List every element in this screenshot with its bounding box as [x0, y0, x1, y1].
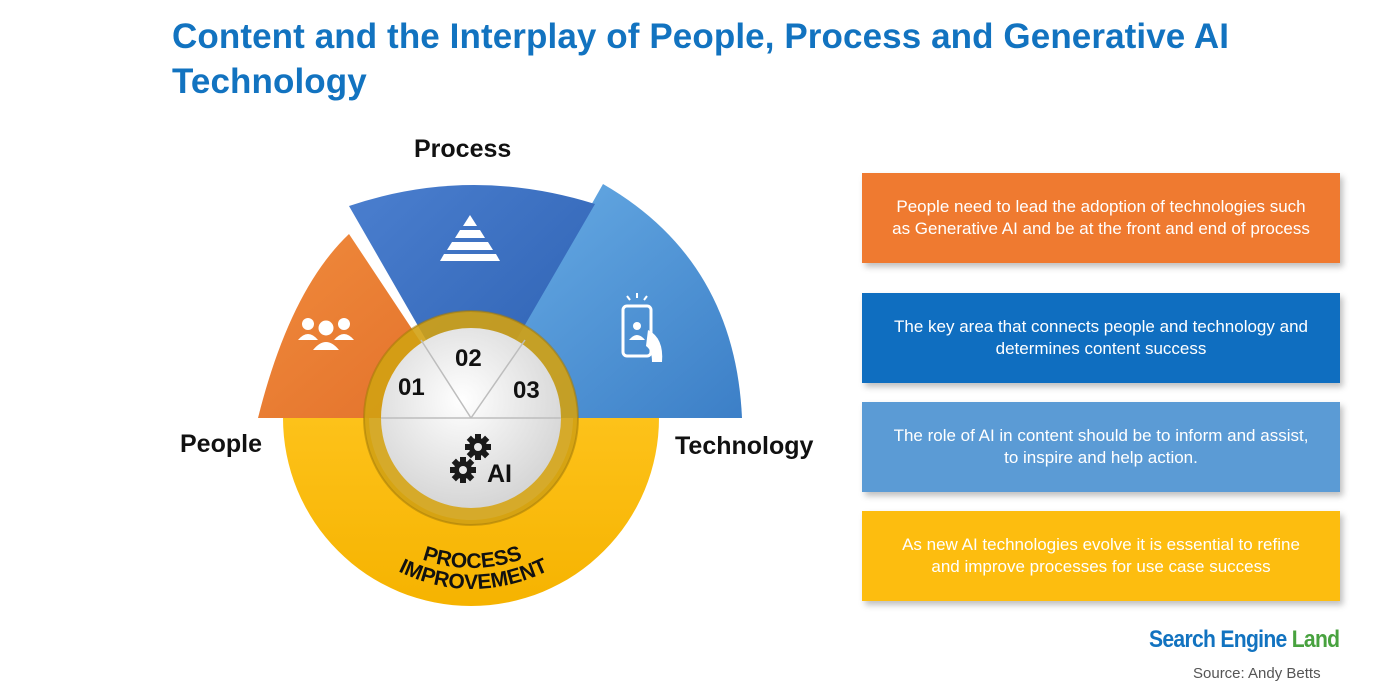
- card-text-line: determines content success: [995, 339, 1207, 358]
- card-text-line: and improve processes for use case succe…: [931, 557, 1271, 576]
- segment-number-03: 03: [513, 377, 540, 404]
- card-text-line: The role of AI in content should be to i…: [893, 426, 1309, 445]
- card-text-line: As new AI technologies evolve it is esse…: [902, 535, 1300, 554]
- ai-description-card: The role of AI in content should be to i…: [862, 402, 1340, 492]
- technology-label: Technology: [675, 432, 814, 460]
- segment-number-02: 02: [455, 345, 482, 372]
- center-ai-label: AI: [487, 460, 512, 488]
- process-improvement-card: As new AI technologies evolve it is esse…: [862, 511, 1340, 601]
- card-text-line: The key area that connects people and te…: [894, 317, 1308, 336]
- segment-number-01: 01: [398, 374, 425, 401]
- brand-part2: Land: [1291, 626, 1340, 653]
- process-label: Process: [414, 135, 512, 163]
- people-label: People: [180, 430, 262, 458]
- card-text-line: as Generative AI and be at the front and…: [892, 219, 1310, 238]
- card-text-line: People need to lead the adoption of tech…: [896, 197, 1306, 216]
- smartphone-user-icon: [621, 293, 663, 362]
- process-segment: [349, 184, 595, 418]
- pyramid-icon: [440, 215, 500, 261]
- process-description-card: The key area that connects people and te…: [862, 293, 1340, 383]
- gears-icon: [450, 434, 491, 483]
- page-title: Content and the Interplay of People, Pro…: [172, 17, 1230, 101]
- search-engine-land-logo: Search Engine Land: [1149, 626, 1340, 654]
- people-group-icon: [298, 318, 354, 350]
- source-credit: Source: Andy Betts: [1193, 665, 1321, 682]
- brand-part1: Search Engine: [1149, 626, 1292, 653]
- card-text-line: to inspire and help action.: [1004, 448, 1198, 467]
- people-description-card: People need to lead the adoption of tech…: [862, 173, 1340, 263]
